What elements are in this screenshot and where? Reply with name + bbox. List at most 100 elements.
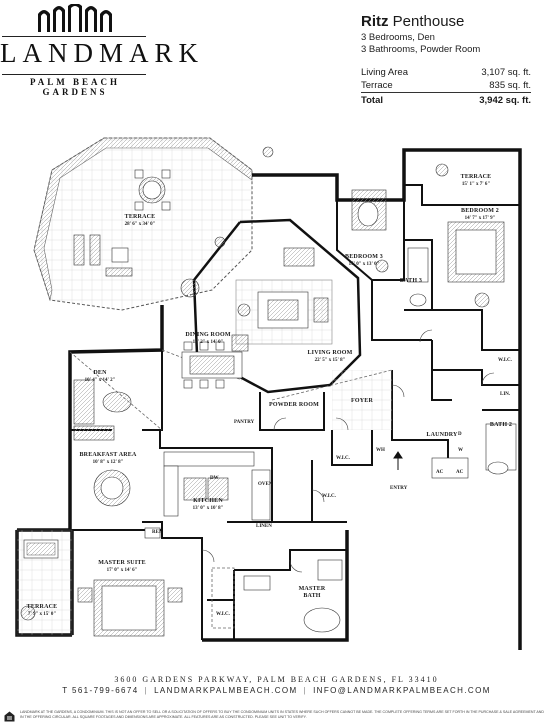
brand-logo: LANDMARK PALM BEACH GARDENS bbox=[0, 0, 198, 110]
legal-block: LANDMARK AT THE GARDENS, A CONDOMINIUM. … bbox=[4, 710, 549, 726]
room-dim: 7' 9" x 15' 0" bbox=[27, 612, 57, 617]
room-name: BEDROOM 2 bbox=[461, 208, 499, 214]
master-furniture bbox=[77, 559, 343, 637]
tag-ref: REF. bbox=[152, 530, 163, 535]
tag-wic-right: W.I.C. bbox=[498, 358, 512, 363]
logo-rule-mid bbox=[2, 74, 146, 75]
room-name: POWDER ROOM bbox=[268, 402, 320, 408]
door-swings bbox=[201, 329, 495, 573]
footer-contact: T 561-799-6674|LANDMARKPALMBEACH.COM|INF… bbox=[62, 686, 491, 695]
room-name: MASTER bbox=[298, 586, 326, 592]
room-name: BATH 3 bbox=[399, 278, 423, 284]
room-name-line2: BATH bbox=[303, 593, 321, 599]
room-name: LIVING ROOM bbox=[307, 350, 353, 356]
footer-email-link[interactable]: INFO@LANDMARKPALMBEACH.COM bbox=[313, 686, 491, 695]
room-name: TERRACE bbox=[26, 604, 58, 610]
room-dim: 15' 1" x 7' 6" bbox=[461, 182, 491, 187]
footer-phone: T 561-799-6674 bbox=[62, 686, 139, 695]
room-dim: 15' 0" x 13' 0" bbox=[348, 262, 380, 267]
room-name: TERRACE bbox=[124, 214, 156, 220]
room-name: MASTER SUITE bbox=[98, 560, 146, 566]
footer: 3600 GARDENS PARKWAY, PALM BEACH GARDENS… bbox=[0, 674, 553, 697]
terrace-furniture bbox=[73, 146, 274, 298]
room-label-dining: DINING ROOM 13' 2" x 14' 0" bbox=[185, 332, 230, 346]
floor-plan: TERRACE 28' 6" x 34' 0" TERRACE 15' 1" x… bbox=[12, 130, 542, 650]
floor-plan-drawing bbox=[15, 137, 522, 650]
area-total-label: Total bbox=[361, 92, 442, 107]
room-name: DINING ROOM bbox=[185, 332, 231, 338]
room-dim: 13' 0" x 10' 8" bbox=[192, 506, 224, 511]
terrace-bottom-area bbox=[16, 529, 73, 636]
room-label-bath3: BATH 3 bbox=[400, 278, 422, 285]
room-dim: 13' 2" x 14' 0" bbox=[192, 340, 224, 345]
arrow-up-icon bbox=[393, 451, 403, 470]
room-label-kitchen: KITCHEN 13' 0" x 10' 8" bbox=[193, 498, 224, 512]
tag-ac-2: AC bbox=[456, 470, 464, 475]
tag-ac-1: AC bbox=[436, 470, 444, 475]
area-value: 835 sq. ft. bbox=[489, 80, 531, 91]
tag-dw: DW bbox=[210, 476, 219, 481]
room-label-terrace-top: TERRACE 15' 1" x 7' 6" bbox=[461, 174, 492, 188]
equal-housing-icon bbox=[4, 711, 15, 722]
bedroom-furniture bbox=[351, 163, 517, 479]
room-name: LAUNDRY bbox=[426, 432, 458, 438]
area-label: Terrace bbox=[361, 80, 393, 91]
tag-wic-top: W.I.C. bbox=[336, 456, 350, 461]
tag-linen: LINEN bbox=[256, 524, 272, 529]
room-name: BATH 2 bbox=[489, 422, 513, 428]
area-label: Living Area bbox=[361, 67, 409, 78]
area-row: Terrace 835 sq. ft. bbox=[361, 79, 531, 93]
living-room-walls bbox=[192, 218, 362, 394]
unit-name-rest: Penthouse bbox=[392, 13, 465, 30]
living-furniture bbox=[231, 247, 333, 352]
room-dim: 17' 0" x 14' 6" bbox=[106, 568, 138, 573]
room-label-terrace-main: TERRACE 28' 6" x 34' 0" bbox=[125, 214, 156, 228]
room-label-bath2: BATH 2 bbox=[490, 422, 512, 429]
logo-rule-top bbox=[2, 36, 146, 37]
unit-info: Ritz Penthouse 3 Bedrooms, Den 3 Bathroo… bbox=[361, 12, 531, 107]
tag-oven: OVEN bbox=[258, 482, 273, 487]
room-label-powder: POWDER ROOM bbox=[269, 402, 319, 409]
area-total-row: Total 3,942 sq. ft. bbox=[361, 92, 531, 107]
room-label-bedroom2: BEDROOM 2 14' 7" x 17' 9" bbox=[461, 208, 499, 222]
tag-wh: WH bbox=[376, 448, 385, 453]
tag-d: D bbox=[458, 432, 462, 437]
unit-bathrooms: 3 Bathrooms, Powder Room bbox=[361, 44, 481, 55]
room-name: DEN bbox=[93, 370, 107, 376]
room-label-breakfast: BREAKFAST AREA 10' 8" x 12' 8" bbox=[79, 452, 136, 466]
room-name: FOYER bbox=[351, 398, 373, 404]
area-row: Living Area 3,107 sq. ft. bbox=[361, 66, 531, 79]
tag-entry: ENTRY bbox=[390, 486, 408, 491]
wave-skyline-logo-icon bbox=[38, 4, 112, 32]
room-dim: 28' 6" x 34' 0" bbox=[124, 222, 156, 227]
room-label-master-bath: MASTER BATH bbox=[299, 586, 326, 600]
unit-bedrooms: 3 Bedrooms, Den bbox=[361, 32, 435, 43]
tag-pantry: PANTRY bbox=[234, 420, 255, 425]
room-label-bedroom3: BEDROOM 3 15' 0" x 13' 0" bbox=[345, 254, 383, 268]
unit-name-bold: Ritz bbox=[361, 13, 389, 30]
room-name: BEDROOM 3 bbox=[345, 254, 383, 260]
terrace-main-area bbox=[33, 137, 253, 311]
foyer-floor bbox=[332, 370, 392, 430]
area-table: Living Area 3,107 sq. ft. Terrace 835 sq… bbox=[361, 66, 531, 107]
tag-w: W bbox=[458, 448, 463, 453]
footer-website-link[interactable]: LANDMARKPALMBEACH.COM bbox=[154, 686, 298, 695]
tag-wic-bottom: W.I.C. bbox=[322, 494, 336, 499]
room-name: TERRACE bbox=[460, 174, 492, 180]
room-dim: 10' 4" x 14' 2" bbox=[84, 378, 116, 383]
room-dim: 10' 8" x 12' 8" bbox=[92, 460, 124, 465]
brand-subtitle: PALM BEACH GARDENS bbox=[29, 77, 121, 97]
dining-furniture bbox=[181, 341, 243, 389]
room-dim: 22' 5" x 15' 8" bbox=[314, 358, 346, 363]
den-breakfast-kitchen-furniture bbox=[73, 379, 271, 539]
tag-lin: LIN. bbox=[500, 392, 511, 397]
room-name: BREAKFAST AREA bbox=[79, 452, 137, 458]
room-label-living: LIVING ROOM 22' 5" x 15' 8" bbox=[307, 350, 352, 364]
room-label-master-suite: MASTER SUITE 17' 0" x 14' 6" bbox=[98, 560, 146, 574]
room-name: KITCHEN bbox=[193, 498, 223, 504]
legal-disclaimer: LANDMARK AT THE GARDENS, A CONDOMINIUM. … bbox=[20, 710, 544, 719]
area-value: 3,107 sq. ft. bbox=[481, 67, 531, 78]
room-label-den: DEN 10' 4" x 14' 2" bbox=[85, 370, 116, 384]
footer-address: 3600 GARDENS PARKWAY, PALM BEACH GARDENS… bbox=[114, 675, 439, 684]
room-label-laundry: LAUNDRY bbox=[426, 432, 457, 439]
